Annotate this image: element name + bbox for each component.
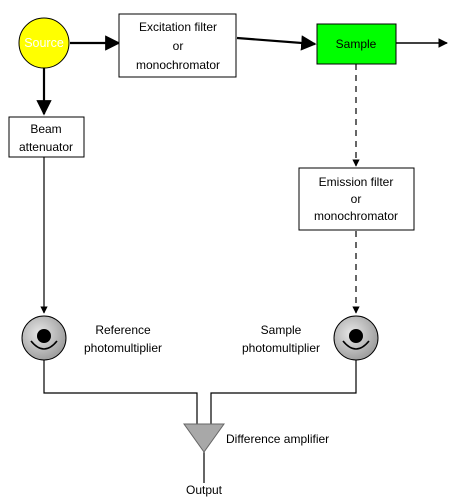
excitation-label-line3: monochromator	[136, 58, 220, 72]
emission-label-line1: Emission filter	[319, 175, 394, 189]
excitation-filter-box: Excitation filter or monochromator	[118, 13, 237, 78]
emission-label-line3: monochromator	[314, 209, 398, 223]
excitation-label-line2: or	[173, 39, 184, 53]
reference-pmt-label-line1: Reference	[95, 323, 151, 337]
beam-attenuator-box: Beam attenuator	[8, 116, 85, 158]
photomultiplier-icon	[333, 315, 379, 361]
wire-sample-to-amplifier	[210, 360, 357, 425]
source-node: Source	[18, 17, 70, 69]
output-label: Output	[186, 483, 223, 497]
emission-filter-box: Emission filter or monochromator	[298, 167, 415, 231]
source-label: Source	[24, 36, 64, 50]
photomultiplier-icon	[21, 315, 67, 361]
sample-pmt-label-line2: photomultiplier	[242, 341, 320, 355]
attenuator-label-line1: Beam	[30, 122, 61, 136]
sample-label: Sample	[336, 37, 377, 51]
arrow-excitation-to-sample	[236, 35, 317, 51]
reference-pmt-label-line2: photomultiplier	[84, 341, 162, 355]
sample-pmt-label-line1: Sample	[261, 323, 302, 337]
attenuator-label-line2: attenuator	[19, 140, 73, 154]
excitation-label-line1: Excitation filter	[139, 20, 217, 34]
emission-label-line2: or	[351, 192, 362, 206]
amplifier-label: Difference amplifier	[226, 432, 329, 446]
wire-reference-to-amplifier	[43, 360, 198, 425]
amplifier-triangle-icon	[183, 423, 225, 453]
sample-box: Sample	[316, 23, 397, 65]
